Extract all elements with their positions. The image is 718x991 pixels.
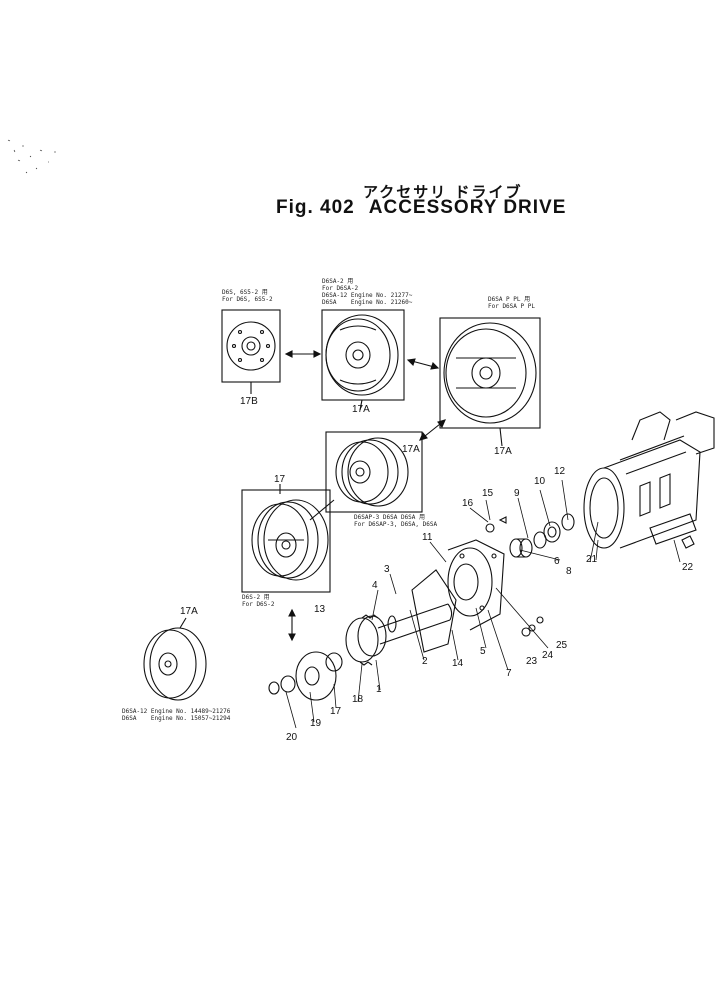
callout-2: 2 [422, 656, 428, 667]
figure-title-japanese: アクセサリ ドライブ [363, 183, 523, 201]
arrow-17b-17a [284, 350, 322, 358]
caption-line: D6SA-12 Engine No. 14489~21276 [122, 708, 231, 715]
scan-speckle [7, 139, 56, 174]
callout-21: 21 [586, 554, 598, 565]
callout-6: 6 [554, 556, 560, 567]
caption-line: D6S-2 用 [242, 594, 270, 601]
arrow-17a-mid [419, 419, 446, 441]
callout-15: 15 [482, 488, 494, 499]
callout-17: 17 [330, 706, 342, 717]
callout-17a: 17A [180, 606, 198, 617]
callout-10: 10 [534, 476, 546, 487]
callout-1: 1 [376, 684, 382, 695]
callout-23: 23 [526, 656, 538, 667]
caption-line: For D6SA-2 [322, 285, 359, 292]
callout-19: 19 [310, 718, 322, 729]
pulley-17a-loose [143, 617, 207, 701]
callout-20: 20 [286, 732, 298, 743]
callout-17a: 17A [402, 444, 420, 455]
flange-hub-17 [268, 651, 343, 701]
gear-and-shaft [345, 603, 453, 666]
figure-title: Fig. 402 ACCESSORY DRIVE [276, 197, 580, 219]
housing-and-gasket [411, 539, 505, 653]
callout-17a: 17A [494, 446, 512, 457]
callout-22: 22 [682, 562, 694, 573]
callout-8: 8 [566, 566, 572, 577]
caption-line: D6SA P PL 用 [488, 296, 531, 303]
caption-line: D6S, 6S5-2 用 [222, 289, 268, 296]
callout-14: 14 [452, 658, 464, 669]
callout-4: 4 [372, 580, 378, 591]
caption-line: D6SA Engine No. 15057~21294 [122, 715, 231, 722]
callout-12: 12 [554, 466, 566, 477]
caption-line: D6SAP-3 D6SA D6SA 用 [354, 514, 426, 521]
callout-17b: 17B [240, 396, 258, 407]
caption-line: D6SA-2 用 [322, 278, 354, 285]
callout-5: 5 [480, 646, 486, 657]
box-pulley-17b [221, 309, 281, 394]
callout-18: 18 [352, 694, 364, 705]
box-pulley-17 [241, 484, 331, 593]
callout-7: 7 [506, 668, 512, 679]
box-pulley-17a-mid [325, 431, 423, 513]
callout-25: 25 [556, 640, 568, 651]
leader-lines [285, 479, 681, 729]
injection-pump-21 [583, 411, 715, 549]
box-pulley-17a-right [439, 317, 541, 447]
callout-13: 13 [314, 604, 326, 615]
caption-line: For D6S, 6S5-2 [222, 296, 273, 303]
callout-3: 3 [384, 564, 390, 575]
callout-17: 17 [274, 474, 286, 485]
arrow-17a-17a [406, 358, 440, 370]
caption-line: For D6S-2 [242, 601, 275, 608]
callout-9: 9 [514, 488, 520, 499]
box-pulley-17a-top [321, 309, 405, 411]
caption-line: D6SA Engine No. 21260~ [322, 299, 413, 306]
arrow-17-down [288, 608, 296, 642]
callout-17a: 17A [352, 404, 370, 415]
bearing-and-seals [485, 513, 575, 558]
caption-line: D6SA-12 Engine No. 21277~ [322, 292, 413, 299]
bolts-23-25 [521, 616, 544, 637]
callout-11: 11 [422, 532, 433, 543]
figure-number: Fig. 402 [276, 197, 355, 218]
caption-line: For D6SA P PL [488, 303, 535, 310]
figure-name: ACCESSORY DRIVE [368, 197, 567, 218]
callout-16: 16 [462, 498, 474, 509]
caption-line: For D6SAP-3, D6SA, D6SA [354, 521, 438, 528]
callout-24: 24 [542, 650, 554, 661]
